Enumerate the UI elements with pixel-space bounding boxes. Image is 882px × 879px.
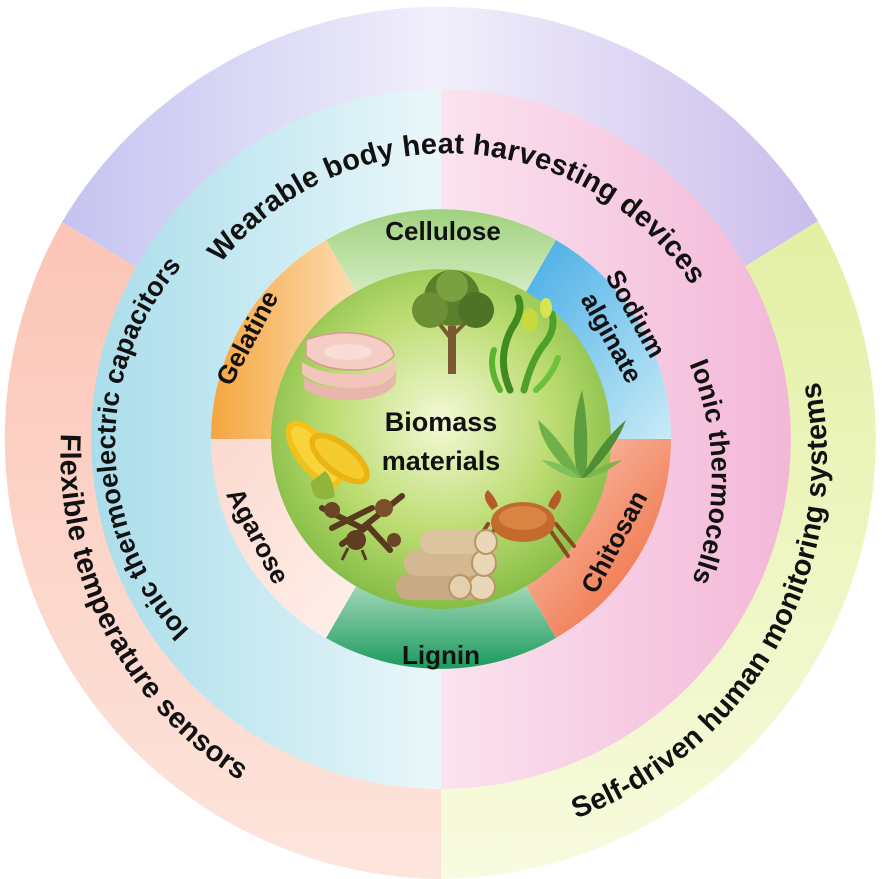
segment-ionic-thermocells [441,89,791,789]
center-title-line1: Biomass [385,407,498,437]
dried-root-icon [319,493,405,561]
ham-slices-icon [302,332,396,400]
segment-ionic-capacitors [91,89,442,789]
center-title-line2: materials [382,446,501,476]
wood-logs-icon [396,529,498,601]
label-cellulose: Cellulose [385,216,501,246]
segment-self-driven-systems [441,221,876,879]
segment-wearable-devices [62,6,818,270]
segment-gelatine [211,240,371,439]
aloe-vera-icon [538,390,626,478]
corn-icon [285,420,370,500]
segment-flexible-sensors [4,222,441,879]
tree-icon [412,270,494,374]
segment-agarose [211,439,371,638]
seaweed-icon [489,294,561,394]
middle-ring [91,89,791,789]
label-lignin: Lignin [402,640,480,670]
segment-chitosan [511,439,671,638]
outer-ring [4,6,876,879]
crab-icon [472,490,576,558]
segment-sodium-alginate [511,240,671,439]
